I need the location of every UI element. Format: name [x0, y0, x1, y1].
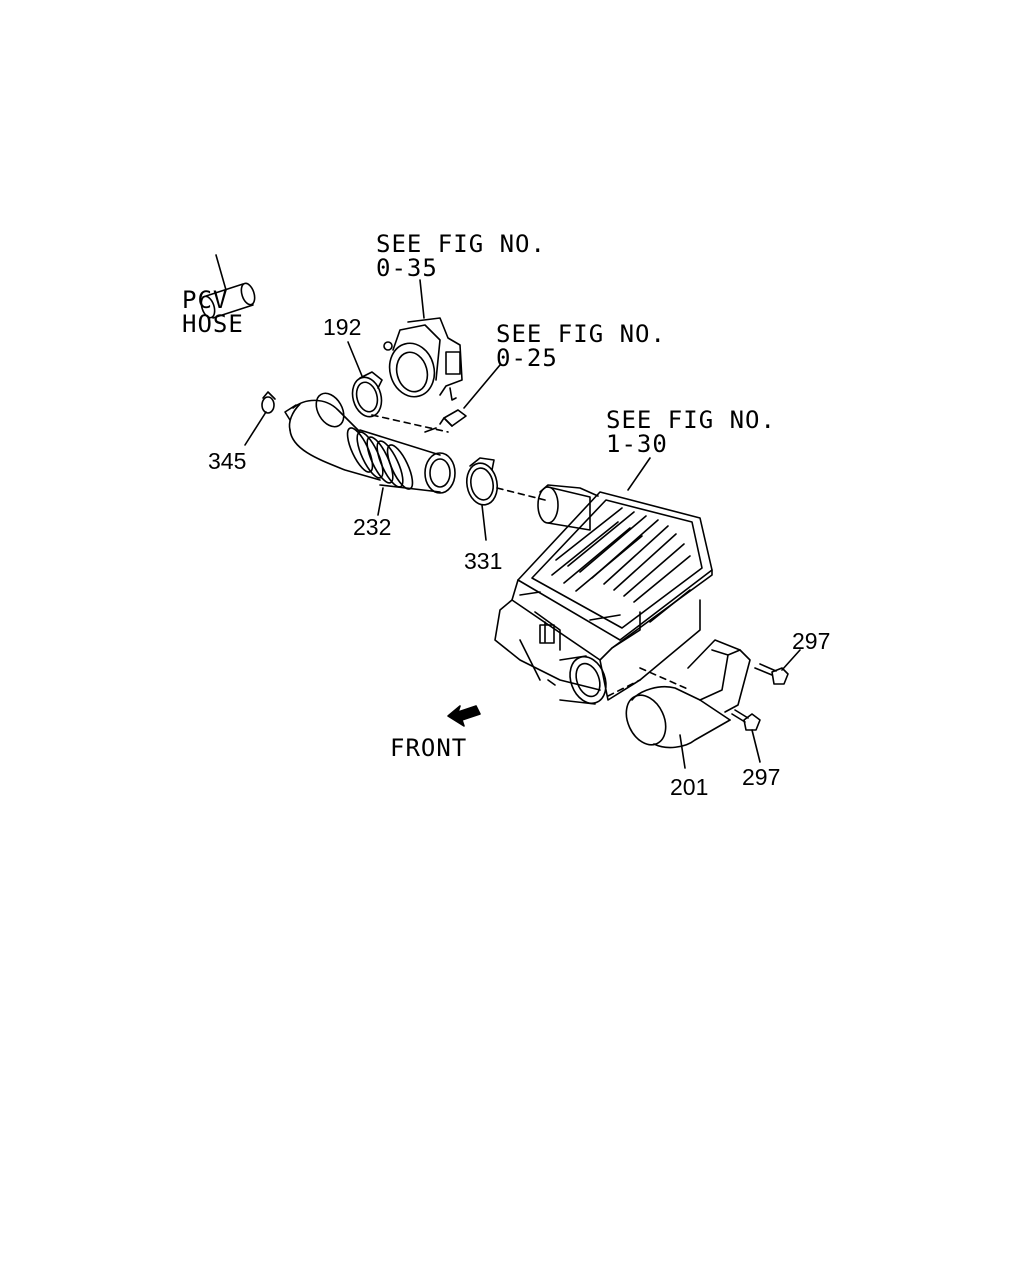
throttle-body-part — [383, 279, 463, 401]
front-direction-label: FRONT — [390, 734, 468, 762]
clamp-345-part — [244, 391, 276, 446]
part-number-297-lower: 297 — [742, 764, 781, 790]
sensor-reference-line2: 0-25 — [496, 344, 558, 372]
pcv-hose-label-line2: HOSE — [182, 310, 244, 338]
bolt-297-upper-part — [754, 649, 801, 685]
air-cleaner-reference-line2: 1-30 — [606, 430, 668, 458]
part-number-331: 331 — [464, 548, 503, 574]
part-number-232: 232 — [353, 514, 392, 540]
clamp-192-part — [347, 341, 449, 433]
pcv-hose-label-line1: PCV — [182, 286, 229, 314]
pcv-hose-part — [200, 254, 256, 319]
intake-hose-232-part — [284, 392, 456, 516]
duct-201-part — [607, 639, 751, 769]
air-cleaner-part — [494, 457, 713, 705]
sensor-part — [424, 364, 501, 433]
front-arrow-icon — [447, 705, 481, 727]
part-number-345: 345 — [208, 448, 247, 474]
part-number-297-upper: 297 — [792, 628, 831, 654]
bolt-297-lower-part — [731, 709, 761, 763]
part-number-201: 201 — [670, 774, 709, 800]
air-cleaner-reference-line1: SEE FIG NO. — [606, 406, 776, 434]
part-number-192: 192 — [323, 314, 362, 340]
throttle-body-reference-line1: SEE FIG NO. — [376, 230, 546, 258]
throttle-body-reference-line2: 0-35 — [376, 254, 438, 282]
sensor-reference-line1: SEE FIG NO. — [496, 320, 666, 348]
clamp-331-part — [465, 457, 546, 541]
